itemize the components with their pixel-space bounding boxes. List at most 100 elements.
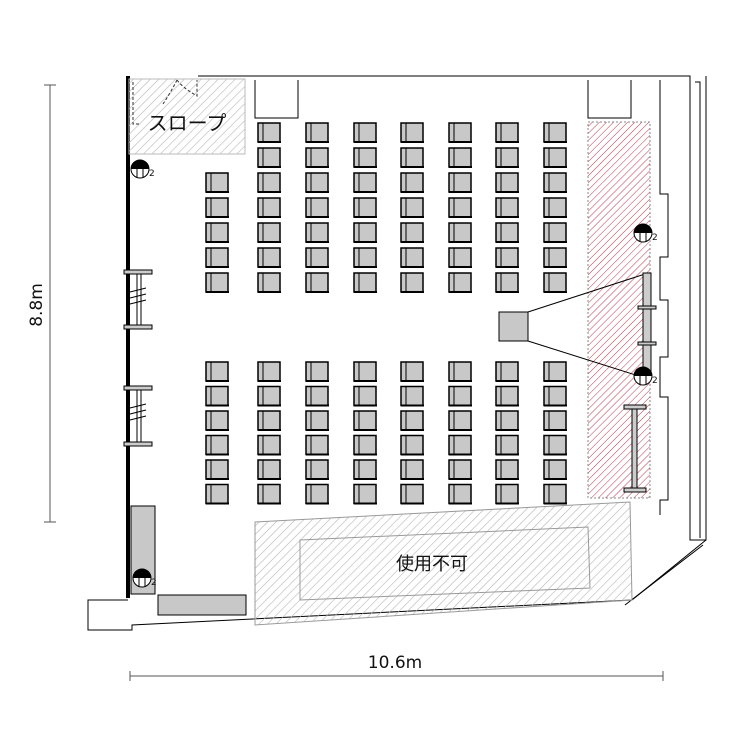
chair [543,147,567,168]
chair [495,434,519,456]
chair [448,483,472,505]
chair [205,434,229,456]
chair [400,122,424,143]
chair [353,247,377,268]
outlet-icon: 2 [633,366,658,386]
outlet-count: 2 [149,169,155,179]
chair [448,459,472,480]
chair [305,459,329,480]
height-label: 8.8m [27,283,47,327]
chair [305,410,329,431]
outlet-icon: 2 [633,223,658,243]
chair [205,385,229,407]
chair [400,361,424,382]
chair [448,434,472,456]
chair [257,385,281,407]
chair [543,197,567,218]
chair [543,222,567,243]
chair [353,222,377,243]
slope-label: スロープ [148,111,227,135]
projector [498,273,646,379]
height-dimension: 8.8m [27,84,56,523]
chair [543,272,567,293]
chair [495,197,519,218]
chair [205,272,229,293]
chair [495,272,519,293]
chair [448,122,472,143]
chair [305,385,329,407]
chair [400,147,424,168]
chair [353,459,377,480]
chair [205,483,229,505]
chair [257,147,281,168]
chair [400,410,424,431]
chair [400,459,424,480]
chair [353,172,377,193]
outlet-count: 2 [652,233,658,243]
chair [495,147,519,168]
chair [353,147,377,168]
chair [448,147,472,168]
chair [205,459,229,480]
chair [257,247,281,268]
chair [353,122,377,143]
chair [257,410,281,431]
chair [305,483,329,505]
chair [205,222,229,243]
chair [448,361,472,382]
chair [448,410,472,431]
chair [305,272,329,293]
outlet-icon: 2 [130,159,155,179]
window-2 [123,385,153,447]
chair [543,410,567,431]
chair [305,247,329,268]
chair [400,247,424,268]
chair [305,172,329,193]
bench [157,594,247,616]
chair [448,272,472,293]
chair [205,197,229,218]
outlet-count: 2 [151,578,157,588]
chair [305,147,329,168]
chair [257,222,281,243]
chair [495,172,519,193]
chair [400,385,424,407]
chair [448,247,472,268]
chairs [205,122,567,505]
chair [257,459,281,480]
chair [448,385,472,407]
chair [543,122,567,143]
chair [448,222,472,243]
chair [495,247,519,268]
chair [543,361,567,382]
chair [353,434,377,456]
chair [205,247,229,268]
chair [543,172,567,193]
chair [495,222,519,243]
outlet-icon: 2 [132,568,157,588]
chair [495,122,519,143]
chair [495,459,519,480]
chair [495,410,519,431]
chair [257,197,281,218]
width-label: 10.6m [368,653,422,673]
chair [305,197,329,218]
chair [353,385,377,407]
chair [205,410,229,431]
chair [400,434,424,456]
chair [257,172,281,193]
chair [448,197,472,218]
chair [353,272,377,293]
chair [257,434,281,456]
width-dimension: 10.6m [129,653,664,681]
window-1 [123,269,153,330]
chair [495,483,519,505]
unusable-area: 使用不可 [254,501,633,626]
chair [205,361,229,382]
chair [257,272,281,293]
chair [353,361,377,382]
outlet-count: 2 [652,376,658,386]
chair [400,197,424,218]
stand [623,404,647,493]
